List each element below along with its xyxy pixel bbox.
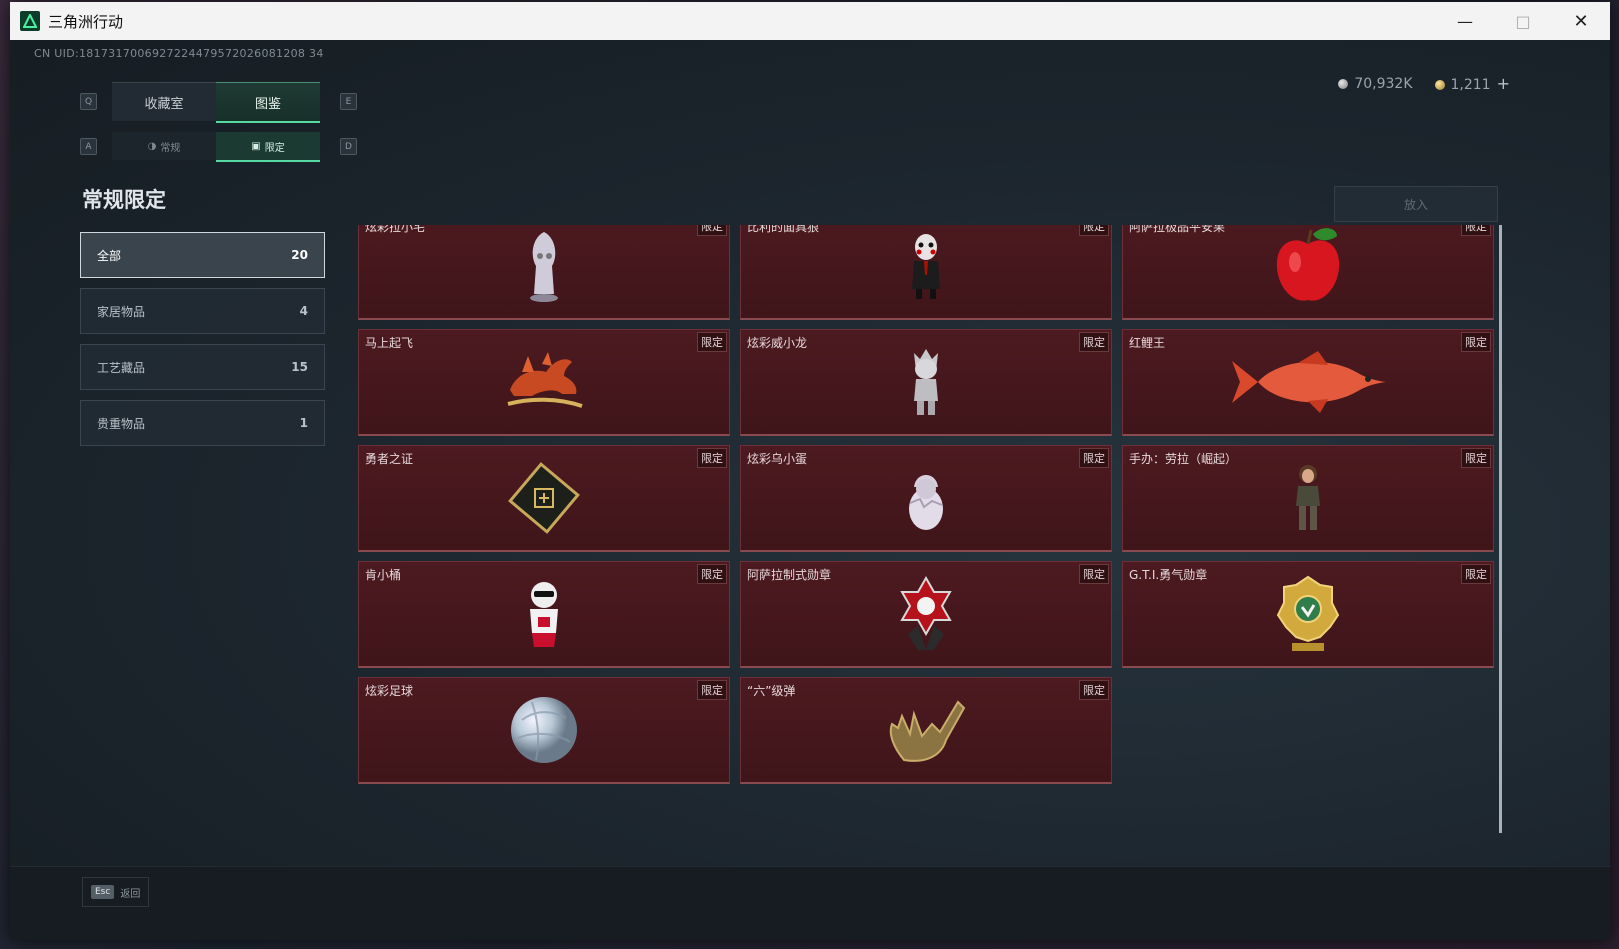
footer-bar: Esc 返回 [10,866,1610,940]
scrollbar-thumb[interactable] [1499,225,1502,833]
esc-key-hint: Esc [91,885,115,899]
empty-slot [1122,677,1494,784]
item-card[interactable]: 炫彩威小龙 限定 [740,329,1112,436]
maximize-button[interactable]: □ [1515,11,1531,31]
key-hint-e: E [340,93,357,110]
gold-medal-icon [1276,573,1340,659]
tab-collection-room[interactable]: 收藏室 [112,82,216,121]
item-name: 炫彩乌小蛋 [747,452,808,466]
tab-codex[interactable]: 图鉴 [216,82,320,123]
item-grid: 炫彩拉小宅 限定 比利的面具狼 限定 阿萨拉极品平安果 限定 [358,225,1494,784]
action-figure-icon [1288,462,1328,538]
item-name: 勇者之证 [365,452,414,466]
gold-coin-icon [1434,80,1445,90]
football-icon [508,694,580,770]
main-tabs: 收藏室 图鉴 [112,82,320,123]
red-medal-icon [894,574,958,658]
add-currency-button[interactable]: + [1496,74,1510,93]
item-card[interactable]: “六”级弹 限定 [740,677,1112,784]
item-card[interactable]: 红鲤王 限定 [1122,329,1494,436]
bucket-figurine-icon [520,577,568,655]
item-card[interactable]: 阿萨拉制式勋章 限定 [740,561,1112,668]
item-card[interactable]: G.T.I.勇气勋章 限定 [1122,561,1494,668]
title-bar: 三角洲行动 — □ ✕ [10,2,1610,40]
limited-badge: 限定 [697,332,727,352]
item-card[interactable]: 炫彩拉小宅 限定 [358,225,730,320]
app-logo-icon [20,11,40,31]
close-button[interactable]: ✕ [1573,10,1589,32]
silver-coin-icon [1338,78,1349,89]
item-grid-viewport: 炫彩拉小宅 限定 比利的面具狼 限定 阿萨拉极品平安果 限定 [358,225,1502,833]
place-button[interactable]: 放入 [1334,186,1498,222]
apple-icon [1271,225,1345,312]
hand-icon [884,694,968,770]
limited-badge: 限定 [1079,564,1109,584]
item-card[interactable]: 手办：劳拉（崛起） 限定 [1122,445,1494,552]
carp-icon [1228,349,1388,419]
key-hint-d: D [340,138,357,155]
item-name: 红鲤王 [1129,336,1166,350]
item-name: 马上起飞 [365,336,414,350]
limited-badge: 限定 [1079,332,1109,352]
key-hint-q: Q [80,93,97,110]
limited-badge: 限定 [697,680,727,700]
figurine-icon [522,228,566,308]
item-name: 比利的面具狼 [747,225,820,234]
card-icon [504,458,584,542]
limited-badge: 限定 [697,225,727,236]
limited-badge: 限定 [1079,225,1109,236]
item-name: 炫彩拉小宅 [365,225,426,234]
puppet-icon [904,231,948,305]
item-card[interactable]: 炫彩乌小蛋 限定 [740,445,1112,552]
item-name: 炫彩威小龙 [747,336,808,350]
sub-tabs: ◑常规 ▣限定 [112,132,320,162]
limited-badge: 限定 [1079,680,1109,700]
limited-badge: 限定 [1461,448,1491,468]
back-button[interactable]: Esc 返回 [82,877,150,907]
horse-icon [502,350,586,418]
tab-limited[interactable]: ▣限定 [216,132,320,162]
tab-regular[interactable]: ◑常规 [112,132,216,160]
limited-badge: 限定 [697,448,727,468]
item-name: 肯小桶 [365,568,402,582]
dragon-figurine-icon [906,345,946,423]
limited-badge: 限定 [697,564,727,584]
limited-badge: 限定 [1461,564,1491,584]
silver-balance: 70,932K [1338,76,1413,92]
item-name: 手办：劳拉（崛起） [1129,452,1238,466]
gold-balance: 1,211+ [1434,74,1510,93]
key-hint-a: A [80,138,97,155]
item-card[interactable]: 肯小桶 限定 [358,561,730,668]
picture-icon: ▣ [251,140,261,152]
item-card[interactable]: 炫彩足球 限定 [358,677,730,784]
grid-scrollbar[interactable] [1499,225,1502,833]
limited-badge: 限定 [1461,225,1491,236]
item-name: “六”级弹 [747,684,796,698]
section-title: 常规限定 [82,188,166,212]
item-name: 炫彩足球 [365,684,414,698]
currency-bar: 70,932K 1,211+ [1338,74,1510,93]
limited-badge: 限定 [1461,332,1491,352]
item-card[interactable]: 阿萨拉极品平安果 限定 [1122,225,1494,320]
app-window: 三角洲行动 — □ ✕ CN UID:181731700692722447957… [10,2,1610,940]
limited-badge: 限定 [1079,448,1109,468]
item-name: 阿萨拉制式勋章 [747,568,832,582]
item-card[interactable]: 马上起飞 限定 [358,329,730,436]
uid-label: CN UID:1817317006927224479572026081208 3… [34,47,324,60]
item-name: G.T.I.勇气勋章 [1129,568,1208,582]
item-card[interactable]: 勇者之证 限定 [358,445,730,552]
egg-figurine-icon [902,463,950,537]
item-card[interactable]: 比利的面具狼 限定 [740,225,1112,320]
flame-icon: ◑ [147,140,157,152]
item-name: 阿萨拉极品平安果 [1129,225,1226,234]
window-title: 三角洲行动 [48,12,124,31]
minimize-button[interactable]: — [1457,11,1473,31]
main-content: CN UID:1817317006927224479572026081208 3… [10,40,1610,940]
